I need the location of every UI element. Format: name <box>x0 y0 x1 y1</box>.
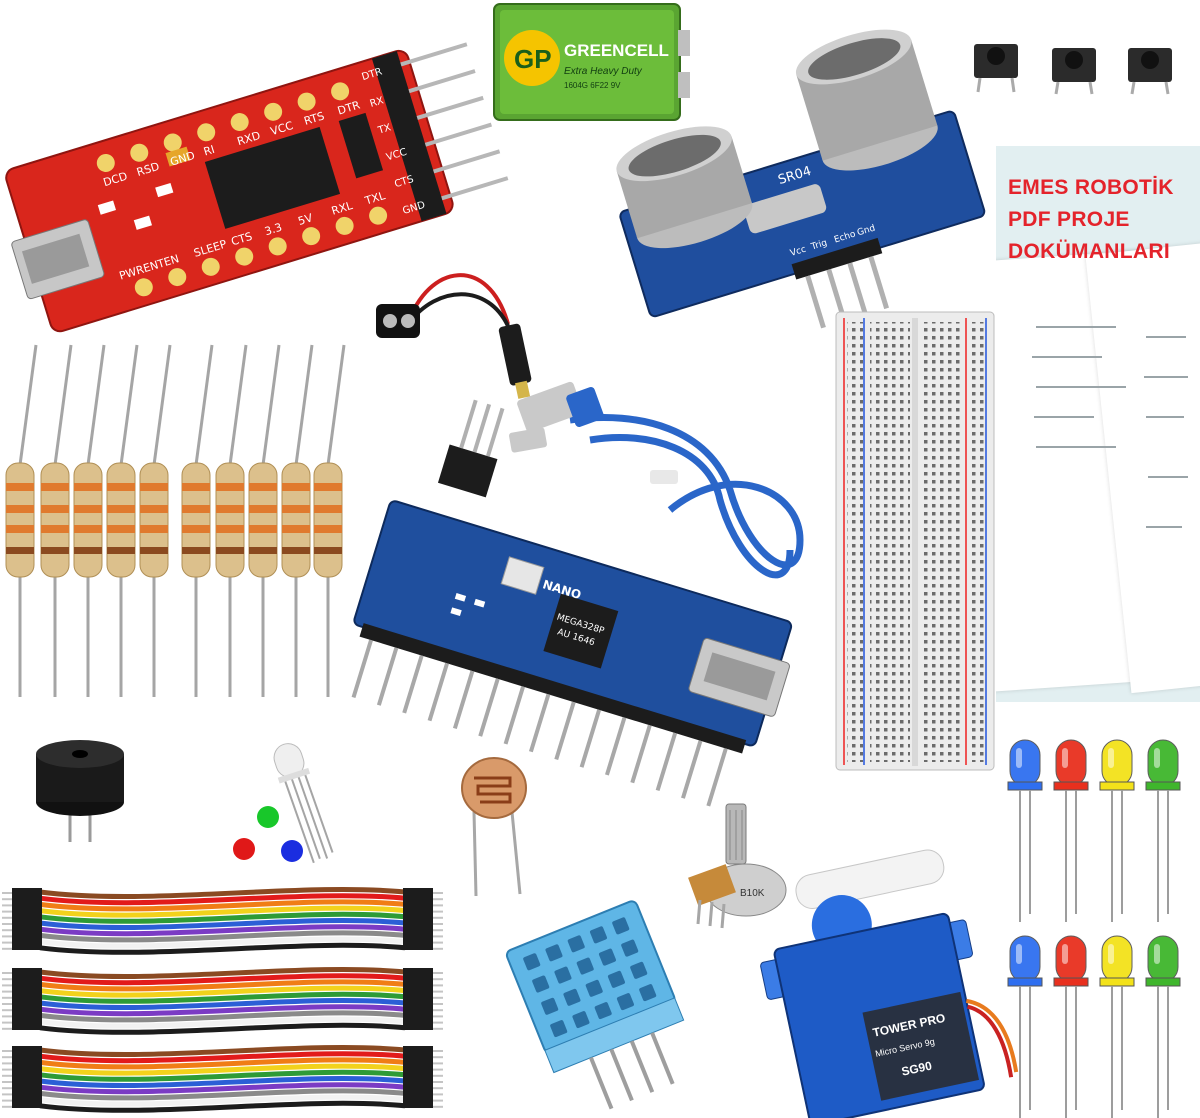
led <box>1053 739 1089 922</box>
resistors <box>0 344 350 700</box>
led <box>1053 935 1089 1118</box>
ftdi-board-graphic: DCD RSD GND RI RXD VCC RTS DTR PWREN TEN… <box>5 42 509 333</box>
jumper-wires-graphic <box>2 887 443 1113</box>
ftdi-pin-label: DTR <box>336 98 362 117</box>
photoresistor-ldr <box>452 752 534 898</box>
document-title-line: DOKÜMANLARI <box>1008 240 1170 263</box>
battery-name: GREENCELL <box>564 41 669 60</box>
tactile-buttons <box>968 34 1193 95</box>
ultrasonic-graphic: SR04 Vcc Trig Echo Gnd <box>616 29 986 329</box>
project-documents-panel: EMES ROBOTİK PDF PROJE DOKÜMANLARI <box>996 146 1200 702</box>
ftdi-pin-label: TEN <box>155 252 181 271</box>
ftdi-pin-label: VCC <box>269 119 295 138</box>
usb-cable-graphic <box>509 381 804 579</box>
breadboard <box>834 310 996 772</box>
ldr-graphic <box>461 757 527 897</box>
ftdi-pin-label: 3.3 <box>263 221 284 239</box>
servo-model: SG90 <box>900 1059 933 1079</box>
led <box>1099 935 1135 1118</box>
rgb-dot-green <box>257 806 279 828</box>
ftdi-header-label: TX <box>376 122 393 137</box>
resistor <box>139 344 172 697</box>
ftdi-pin-label: RI <box>202 143 216 159</box>
resistor <box>281 344 314 697</box>
battery-brand: GP <box>514 44 552 74</box>
leds-graphic <box>1007 739 1181 1118</box>
9v-battery: GP GREENCELL Extra Heavy Duty 1604G 6F22… <box>492 2 692 124</box>
breadboard-graphic <box>835 311 995 771</box>
ftdi-pin-label: RTS <box>302 109 325 127</box>
ultrasonic-sensor-hc-sr04: SR04 Vcc Trig Echo Gnd <box>600 29 990 340</box>
tactile-button <box>974 44 1018 93</box>
rgb-dot-blue <box>281 840 303 862</box>
potentiometer: B10K <box>678 800 793 930</box>
resistor <box>215 344 248 697</box>
servo-graphic: TOWER PRO Micro Servo 9g SG90 <box>760 849 1019 1118</box>
led <box>1007 739 1043 922</box>
tactile-button <box>1052 48 1096 95</box>
ultrasonic-pin-label: Trig <box>809 238 828 253</box>
jumper-wire-bundle <box>2 967 443 1035</box>
led <box>1145 935 1181 1118</box>
resistors-graphic <box>5 344 346 697</box>
ftdi-pin-label: 5V <box>296 211 314 228</box>
potentiometer-graphic: B10K <box>688 803 787 929</box>
battery-graphic: GP GREENCELL Extra Heavy Duty 1604G 6F22… <box>493 3 690 121</box>
led <box>1145 739 1181 922</box>
battery-code: 1604G 6F22 9V <box>564 81 621 90</box>
usb-cable <box>500 370 820 610</box>
resistor <box>313 344 346 697</box>
document-panel-title: EMES ROBOTİK PDF PROJE DOKÜMANLARI <box>1008 172 1200 268</box>
dht11-sensor <box>500 890 700 1110</box>
rgb-led-graphic <box>233 743 334 864</box>
resistor <box>40 344 73 697</box>
ftdi-header-label: CTS <box>393 174 415 190</box>
potentiometer-marking: B10K <box>740 888 765 899</box>
tactile-buttons-graphic <box>974 44 1172 95</box>
sg90-servo: TOWER PRO Micro Servo 9g SG90 <box>748 849 1019 1118</box>
battery-snap-connector <box>368 264 548 400</box>
jumper-wires <box>0 880 445 1118</box>
battery-snap-graphic <box>376 273 532 399</box>
tactile-button <box>1128 48 1172 95</box>
resistor <box>106 344 139 697</box>
rgb-dot-red <box>233 838 255 860</box>
led-set <box>1000 736 1200 1118</box>
ftdi-usb-serial-board: DCD RSD GND RI RXD VCC RTS DTR PWREN TEN… <box>0 30 510 350</box>
resistor <box>73 344 106 697</box>
led <box>1007 935 1043 1118</box>
jumper-wire-bundle <box>2 1045 443 1113</box>
ftdi-pin-label: CTS <box>230 230 254 249</box>
buzzer-graphic <box>36 740 124 842</box>
resistor <box>181 344 214 697</box>
ftdi-pin-label: RXL <box>330 199 355 218</box>
led <box>1099 739 1135 922</box>
resistor <box>5 344 38 697</box>
rgb-led <box>226 735 366 870</box>
document-title-line: EMES ROBOTİK <box>1008 176 1174 199</box>
ftdi-pin-label: TXL <box>362 189 387 208</box>
ftdi-header-label: RX <box>369 95 386 110</box>
resistor <box>248 344 281 697</box>
dht11-graphic <box>505 900 685 1110</box>
ultrasonic-pin-label: Vcc <box>789 245 807 259</box>
buzzer <box>28 722 130 844</box>
jumper-wire-bundle <box>2 887 443 955</box>
ftdi-pin-label: RSD <box>135 160 161 179</box>
arduino-nano-board: MEGA328P AU 1646 NANO <box>344 399 814 810</box>
document-title-line: PDF PROJE <box>1008 208 1130 231</box>
battery-subtitle: Extra Heavy Duty <box>564 66 643 77</box>
arduino-nano-graphic: MEGA328P AU 1646 NANO <box>351 399 793 807</box>
